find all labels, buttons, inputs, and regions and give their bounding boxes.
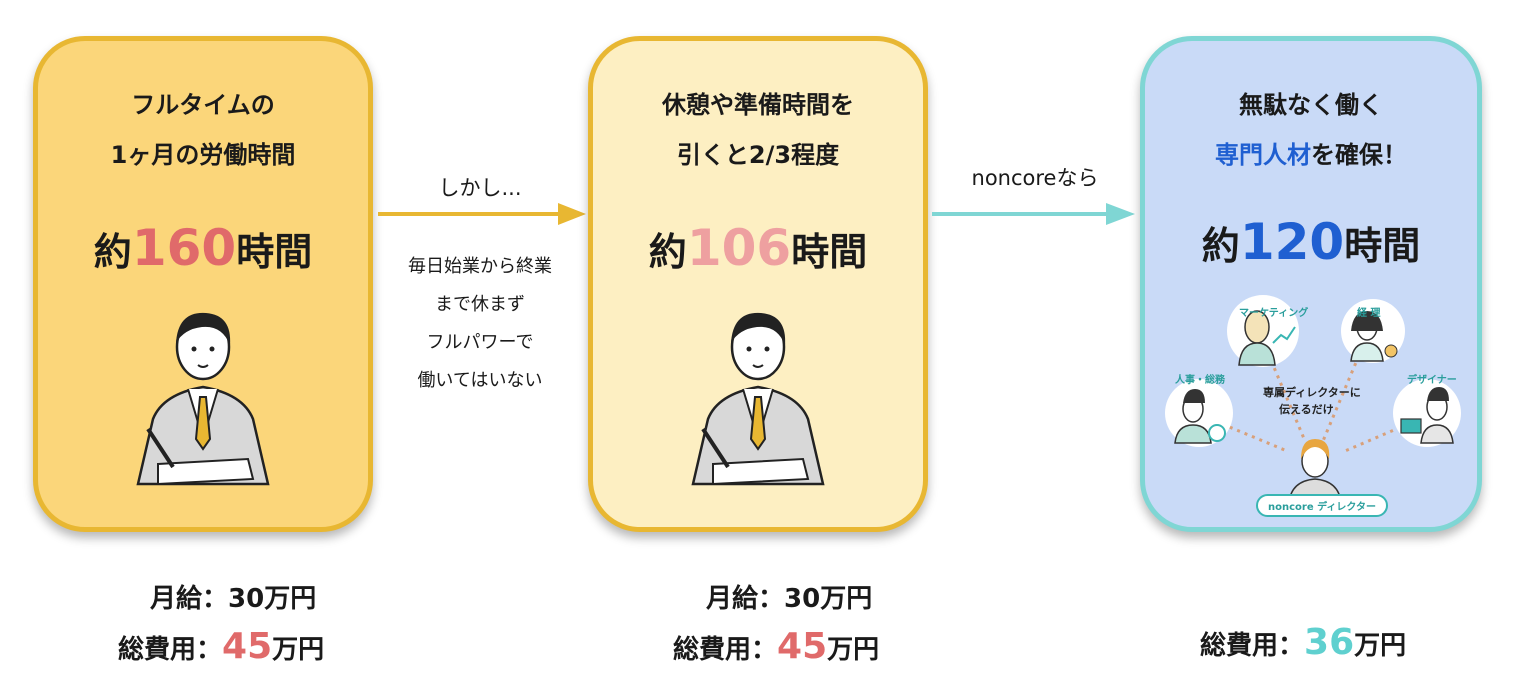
salary-value: 30	[228, 584, 265, 614]
team-diagram	[1165, 295, 1461, 504]
total-unit: 万円	[272, 635, 325, 665]
salary-unit: 万円	[820, 584, 873, 614]
total-label: 総費用：	[118, 635, 223, 665]
total-label: 総費用：	[1200, 631, 1305, 661]
total-value: 45	[777, 626, 828, 667]
salary-label: 月給：	[150, 584, 229, 614]
total-value: 36	[1304, 622, 1355, 663]
team-marketing-label: マーケティング	[1239, 308, 1309, 319]
note-line: 働いてはいない	[417, 370, 543, 391]
card-fulltime: フルタイムの 1ヶ月の労働時間 約160時間	[33, 36, 373, 532]
card-effective-hours: 約106時間	[593, 219, 923, 277]
card-noncore-line2: 専門人材を確保！	[1145, 135, 1477, 170]
designer-icon	[1393, 379, 1461, 447]
card-noncore: 無駄なく働く 専門人材を確保！ 約120時間	[1140, 36, 1482, 532]
hours-number: 120	[1239, 213, 1345, 271]
line2-rest: を確保！	[1311, 141, 1407, 169]
total-label: 総費用：	[673, 635, 778, 665]
card-effective-line2: 引くと2/3程度	[676, 141, 840, 169]
total-unit: 万円	[1354, 631, 1407, 661]
cost3-total: 総費用：36万円	[1200, 622, 1406, 663]
total-unit: 万円	[827, 635, 880, 665]
arrow2-label: noncoreなら	[971, 166, 1099, 190]
note-line: フルパワーで	[426, 332, 534, 353]
hours-prefix: 約	[648, 230, 687, 274]
card-effective-line1: 休憩や準備時間を	[662, 91, 854, 119]
arrow1-note: 毎日始業から終業 まで休まず フルパワーで 働いてはいない	[380, 248, 580, 400]
total-value: 45	[222, 626, 273, 667]
hours-prefix: 約	[1201, 224, 1240, 268]
cost2-total: 総費用：45万円	[673, 626, 879, 667]
card-noncore-hours: 約120時間	[1145, 213, 1477, 271]
businessman-writing-icon	[136, 312, 270, 486]
accountant-icon	[1341, 299, 1405, 363]
hours-suffix: 時間	[236, 230, 313, 274]
highlight-text: 専門人材	[1215, 141, 1311, 169]
salary-unit: 万円	[264, 584, 317, 614]
businessman-writing-icon	[691, 312, 825, 486]
team-hr-label: 人事・総務	[1175, 375, 1225, 386]
marketing-woman-icon	[1227, 295, 1299, 367]
note-line: 毎日始業から終業	[408, 256, 552, 277]
cost2-salary: 月給：30万円	[706, 578, 872, 615]
team-designer-label: デザイナー	[1407, 375, 1457, 386]
hours-prefix: 約	[93, 230, 132, 274]
team-center-line1: 専属ディレクターに	[1263, 386, 1361, 399]
team-center-line2: 伝えるだけ	[1279, 403, 1334, 416]
card-fulltime-hours: 約160時間	[38, 219, 368, 277]
hours-number: 160	[131, 219, 237, 277]
arrow-right-icon	[932, 203, 1135, 225]
cost1-salary: 月給：30万円	[150, 578, 316, 615]
director-badge: noncore ディレクター	[1256, 494, 1389, 517]
hours-number: 106	[686, 219, 792, 277]
hours-suffix: 時間	[1344, 224, 1421, 268]
cost1-total: 総費用：45万円	[118, 626, 324, 667]
card-effective: 休憩や準備時間を 引くと2/3程度 約106時間	[588, 36, 928, 532]
card-fulltime-line2: 1ヶ月の労働時間	[110, 141, 296, 169]
note-line: まで休まず	[435, 294, 525, 315]
salary-value: 30	[784, 584, 821, 614]
hours-suffix: 時間	[791, 230, 868, 274]
arrow1-label: しかし...	[438, 176, 522, 200]
arrow-right-icon	[378, 203, 586, 225]
card-noncore-line1: 無駄なく働く	[1239, 91, 1383, 119]
card-fulltime-line1: フルタイムの	[131, 91, 275, 119]
salary-label: 月給：	[706, 584, 785, 614]
hr-person-icon	[1165, 379, 1233, 447]
team-accounting-label: 経 理	[1357, 308, 1381, 319]
